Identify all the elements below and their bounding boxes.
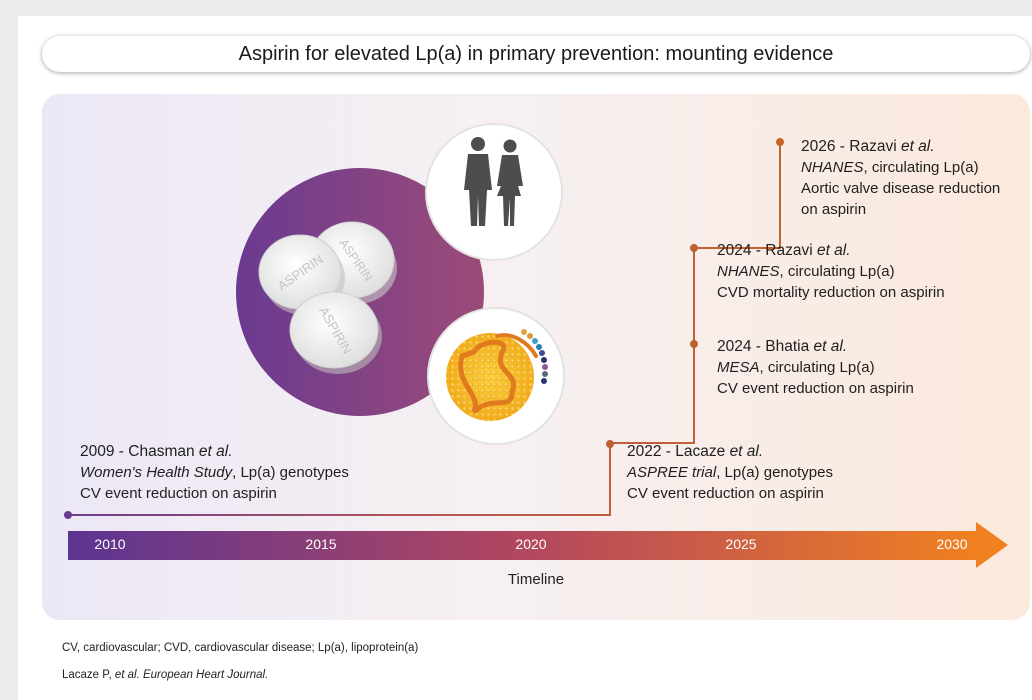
milestone-2009: 2009 - Chasman et al. Women's Health Stu… <box>80 443 349 502</box>
milestone-dot <box>776 138 784 146</box>
citation-footnote: Lacaze P, et al. European Heart Journal. <box>62 669 269 681</box>
abbreviations-footnote: CV, cardiovascular; CVD, cardiovascular … <box>62 642 419 654</box>
timeline-label: Timeline <box>507 571 565 588</box>
milestone-dot <box>606 440 614 448</box>
milestone-2024-bhatia: 2024 - Bhatia et al. MESA, circulating L… <box>717 338 914 397</box>
figure-page: Aspirin for elevated Lp(a) in primary pr… <box>18 16 1032 700</box>
milestone-2026-razavi: 2026 - Razavi et al. NHANES, circulating… <box>801 138 1001 218</box>
illustration-canvas: ASPIRIN ASPIRIN ASPIRIN <box>64 123 1008 568</box>
people-icon <box>425 123 563 261</box>
milestone-2022: 2022 - Lacaze et al. ASPREE trial, Lp(a)… <box>627 443 833 502</box>
lipoprotein-icon <box>427 307 565 445</box>
tick-2010: 2010 <box>94 536 126 552</box>
milestone-dot <box>690 244 698 252</box>
tick-2030: 2030 <box>936 536 968 552</box>
tick-2015: 2015 <box>305 536 337 552</box>
milestone-dot <box>690 340 698 348</box>
aspirin-pills-icon: ASPIRIN ASPIRIN ASPIRIN <box>258 221 397 374</box>
figure-title: Aspirin for elevated Lp(a) in primary pr… <box>42 36 1030 72</box>
timeline-panel: ASPIRIN ASPIRIN ASPIRIN <box>42 94 1030 620</box>
milestone-2024-razavi: 2024 - Razavi et al. NHANES, circulating… <box>717 242 945 301</box>
tick-2020: 2020 <box>515 536 547 552</box>
tick-2025: 2025 <box>725 536 757 552</box>
milestone-connector <box>68 142 781 516</box>
milestone-dot <box>64 511 72 519</box>
timeline-arrow <box>68 522 1008 568</box>
